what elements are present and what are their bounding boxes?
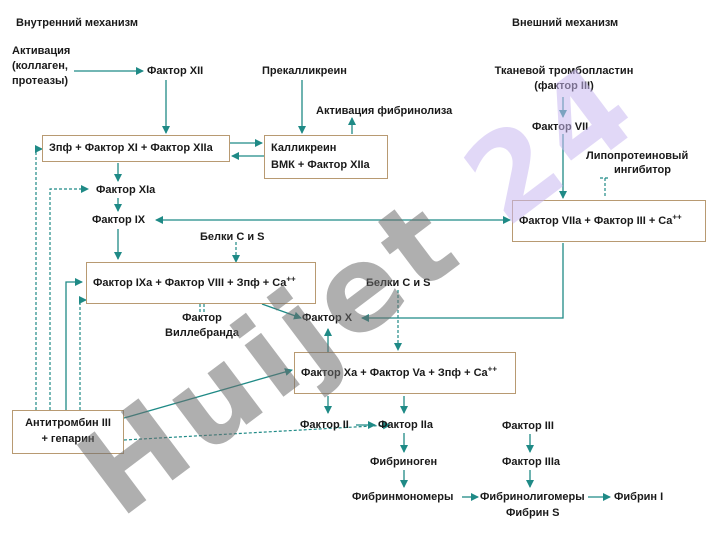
factor-xii: Фактор XII xyxy=(147,65,204,77)
factor-vii: Фактор VII xyxy=(532,121,589,133)
box-antithrombin-label-1: Антитромбин III xyxy=(25,417,111,429)
factor-xia: Фактор XIa xyxy=(96,184,156,196)
box-prothrombinase: Фактор Xa + Фактор Va + Зпф + Ca++ xyxy=(294,352,516,394)
box-extrinsic: Фактор VIIa + Фактор III + Ca++ xyxy=(512,200,706,242)
tissue-thromboplastin-2: (фактор III) xyxy=(534,80,594,92)
factor-iii-right: Фактор III xyxy=(502,420,554,432)
factor-iia: Фактор IIa xyxy=(378,419,433,431)
activation-label-2: (коллаген, xyxy=(12,60,68,72)
arrow-antithrombin-to-prothrombinase xyxy=(123,368,293,419)
fibrinmonomers: Фибринмономеры xyxy=(352,491,454,503)
arrow-antithrombin-to-tenase xyxy=(65,278,83,410)
box-antithrombin-label-2: + гепарин xyxy=(41,433,95,445)
box-contact-activation: Зпф + Фактор XI + Фактор XIIa xyxy=(42,135,230,162)
dash-antithrombin-to-tenase-low xyxy=(79,296,87,410)
arrow-tenase-to-x xyxy=(261,303,302,320)
box-tenase: Фактор IXa + Фактор VIII + Зпф + Ca++ xyxy=(86,262,316,304)
willebrand-1: Фактор xyxy=(182,312,222,324)
lipoprotein-inhibitor-2: ингибитор xyxy=(614,164,671,176)
proteins-cs-lower: Белки C и S xyxy=(366,277,431,289)
watermark-text: Huijet 24 xyxy=(54,35,664,540)
watermark-part-1: Huijet xyxy=(54,141,523,540)
fibrinogen: Фибриноген xyxy=(370,456,438,468)
box-extrinsic-label: Фактор VIIa + Фактор III + Ca++ xyxy=(519,212,682,227)
activation-label-3: протеазы) xyxy=(12,75,69,87)
dash-antithrombin-to-xia xyxy=(49,185,89,410)
prekallikrein: Прекалликреин xyxy=(262,65,347,77)
tissue-thromboplastin-1: Тканевой тромбопластин xyxy=(494,65,634,77)
heading-extrinsic: Внешний механизм xyxy=(512,17,619,29)
heading-intrinsic: Внутренний механизм xyxy=(16,17,139,29)
factor-ix: Фактор IX xyxy=(92,214,146,226)
fibrin-i: Фибрин I xyxy=(614,491,664,503)
dash-antithrombin-to-contact xyxy=(35,145,43,410)
willebrand-2: Виллебранда xyxy=(165,327,239,339)
box-tenase-label: Фактор IXa + Фактор VIII + Зпф + Ca++ xyxy=(93,274,296,289)
box-kallikrein: Калликреин ВМК + Фактор XIIa xyxy=(264,135,388,179)
fibrinolysis-activation: Активация фибринолиза xyxy=(316,105,453,117)
factor-x: Фактор X xyxy=(302,312,353,324)
box-antithrombin: Антитромбин III + гепарин xyxy=(12,410,124,454)
box-contact-label: Зпф + Фактор XI + Фактор XIIa xyxy=(49,142,213,154)
proteins-cs-upper: Белки C и S xyxy=(200,231,265,243)
lipoprotein-inhibitor-1: Липопротеиновый xyxy=(586,150,689,162)
activation-label-1: Активация xyxy=(12,45,71,57)
fibrin-s: Фибрин S xyxy=(506,507,560,519)
box-kallikrein-label-1: Калликреин xyxy=(271,142,337,154)
box-prothrombinase-label: Фактор Xa + Фактор Va + Зпф + Ca++ xyxy=(301,364,497,379)
factor-ii: Фактор II xyxy=(300,419,349,431)
fibrinoligomers: Фибринолигомеры xyxy=(480,491,585,503)
dash-antithrombin-to-iia xyxy=(123,421,391,441)
arrow-extrinsic-to-x xyxy=(361,243,564,322)
box-kallikrein-label-2: ВМК + Фактор XIIa xyxy=(271,159,370,171)
factor-iiia: Фактор IIIa xyxy=(502,456,561,468)
